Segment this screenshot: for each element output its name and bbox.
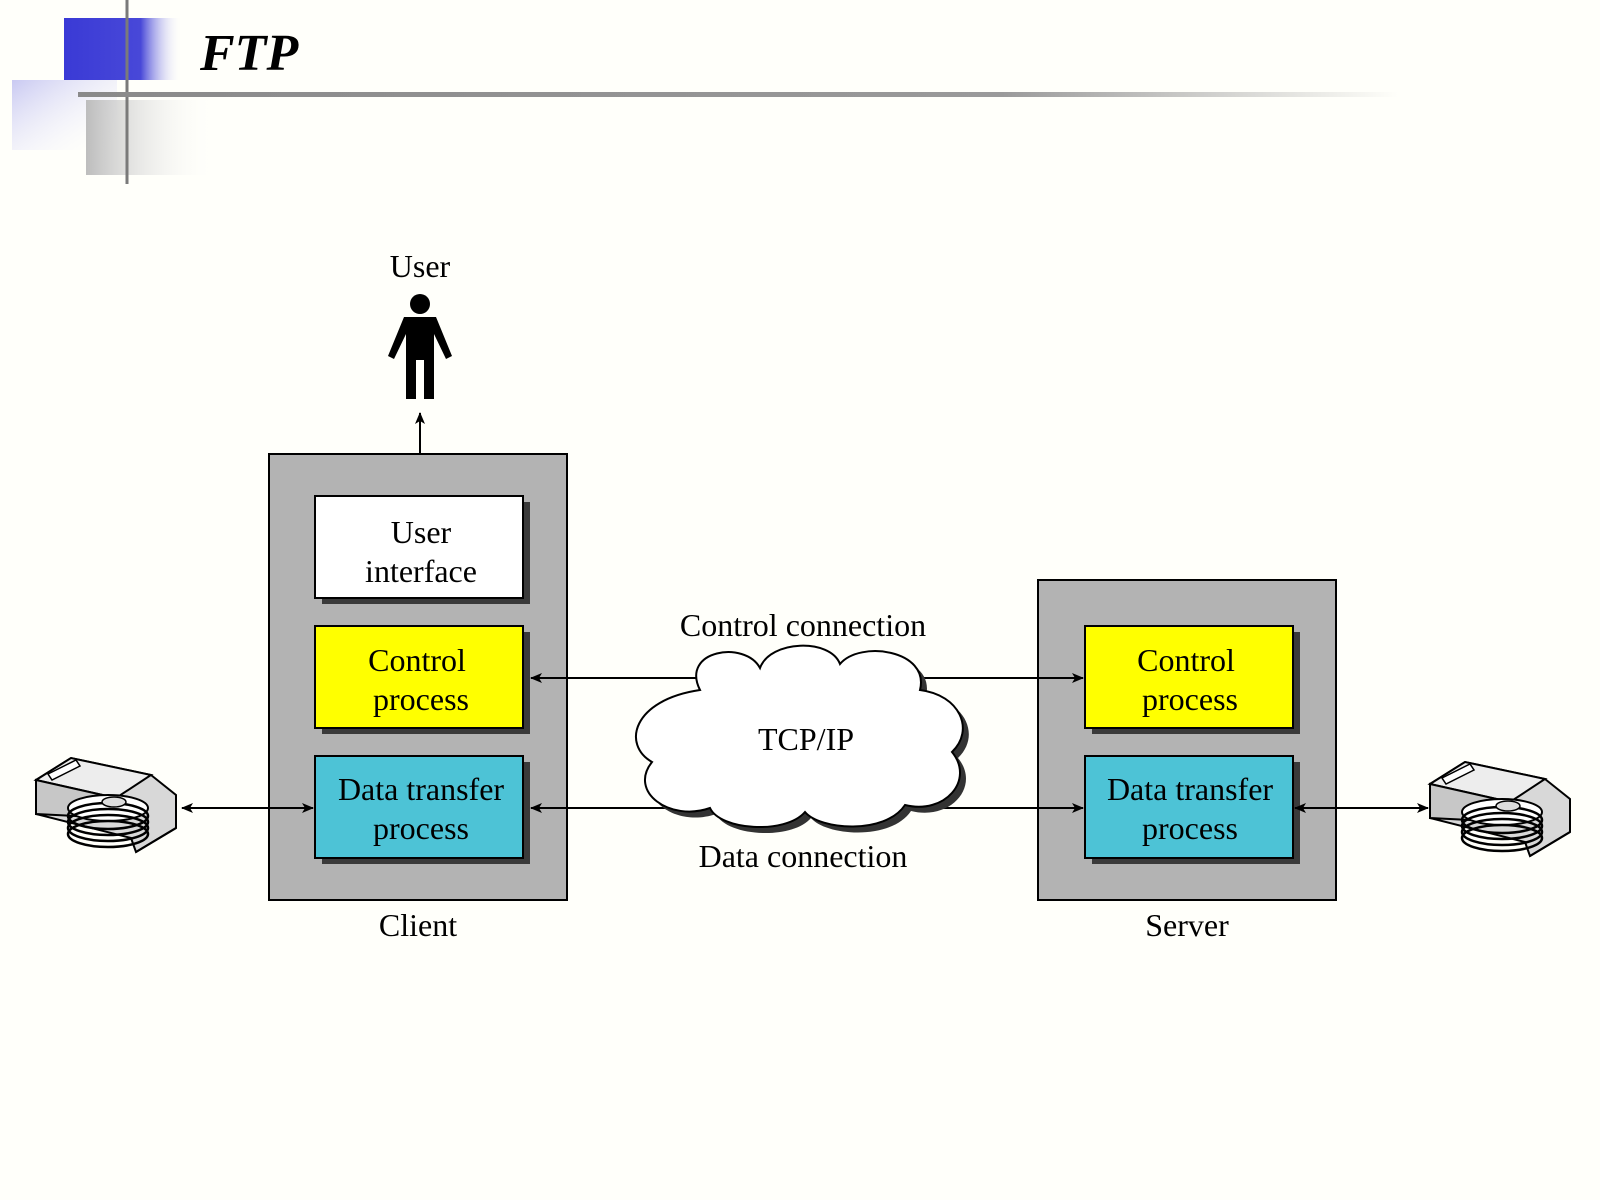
tcpip-cloud xyxy=(635,644,969,834)
client-control-label-line1: Control xyxy=(368,642,466,678)
server-data-transfer-box xyxy=(1084,755,1294,859)
server-control-process-box xyxy=(1084,625,1294,729)
client-data-label-line2: process xyxy=(373,810,469,846)
title-rule xyxy=(78,92,1398,97)
client-control-process-box xyxy=(314,625,524,729)
server-control-label-line1: Control xyxy=(1137,642,1235,678)
client-disk-drive-icon xyxy=(34,756,178,854)
client-data-label-line1: Data transfer xyxy=(338,771,504,807)
user-interface-box xyxy=(314,495,524,599)
server-control-label-line2: process xyxy=(1142,681,1238,717)
server-data-label-line2: process xyxy=(1142,810,1238,846)
user-interface-label-line2: interface xyxy=(365,553,477,589)
person-icon xyxy=(388,294,452,399)
client-control-label-line2: process xyxy=(373,681,469,717)
server-disk-drive-icon xyxy=(1428,760,1572,858)
slide-decoration xyxy=(12,0,216,184)
user-interface-label-line1: User xyxy=(391,514,452,550)
slide-title: FTP xyxy=(200,25,299,82)
user-label: User xyxy=(390,248,451,284)
data-connection-label: Data connection xyxy=(699,838,908,874)
client-data-transfer-box xyxy=(314,755,524,859)
server-label: Server xyxy=(1145,907,1229,943)
control-connection-label: Control connection xyxy=(680,607,926,643)
server-data-label-line1: Data transfer xyxy=(1107,771,1273,807)
tcpip-label: TCP/IP xyxy=(758,721,854,757)
client-label: Client xyxy=(379,907,457,943)
